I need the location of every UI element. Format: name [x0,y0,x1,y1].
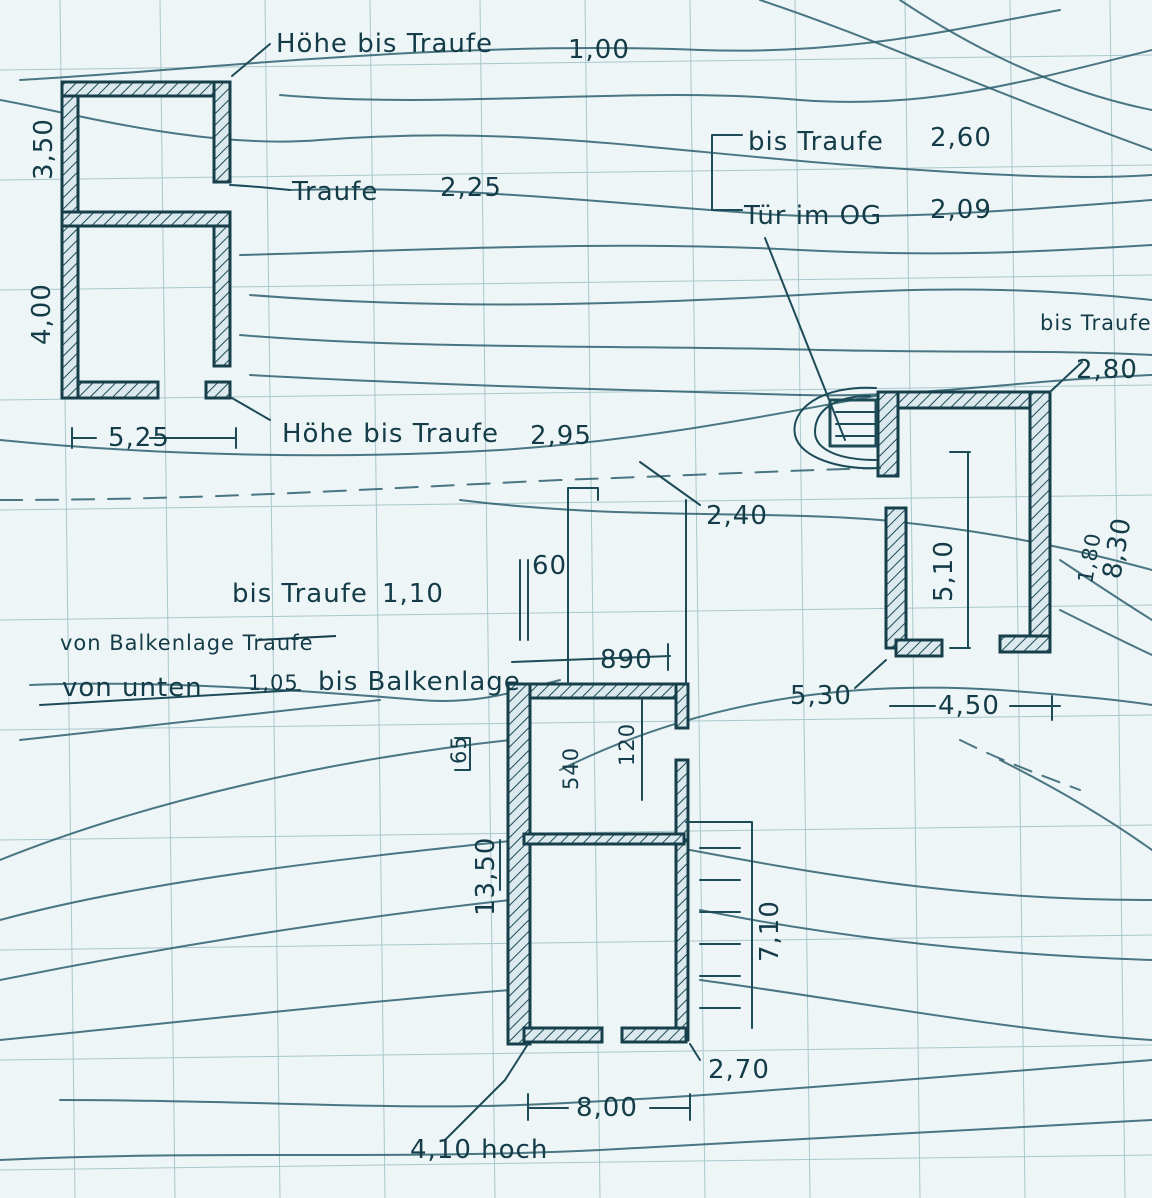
tl-dim-upper: 3,50 [29,118,59,180]
b-note-struck: von Balkenlage Traufe [60,631,314,655]
b-note-from-value: 1,05 [248,671,299,695]
r-label-top: bis Traufe [748,127,884,157]
bottom-building [39,487,753,1141]
terrain-contours [0,0,1152,1161]
r-dim-corner: 5,30 [790,681,852,711]
b-dim-270: 2,70 [708,1055,770,1085]
b-dim-60: 60 [532,551,567,581]
r-door-value: 2,09 [930,195,992,225]
b-dim-710: 7,10 [755,900,785,962]
r-dim-inner: 5,10 [929,540,959,602]
tl-dim-lower: 4,00 [27,283,57,345]
b-note-to: bis Balkenlage [318,667,521,697]
tl-value-bottom: 2,95 [530,421,592,451]
r-value-top: 2,60 [930,123,992,153]
b-dim-540: 540 [559,747,583,790]
tl-label-bottom: Höhe bis Traufe [282,419,499,449]
r-dim-width: 4,50 [938,691,1000,721]
r-door-label: Tür im OG [743,201,882,231]
b-dim-65: 65 [447,735,471,764]
b-dim-width: 8,00 [576,1093,638,1123]
b-dim-890: 890 [600,645,653,675]
tl-value-top: 1,00 [568,35,630,65]
b-dim-side: 13,50 [471,837,501,916]
b-note-from: von unten [62,673,203,703]
r-eaves-value: 2,80 [1076,355,1138,385]
b-note-strikethrough [257,635,337,641]
b-dim-120: 120 [615,723,639,766]
r-dim-diag: 2,40 [706,501,768,531]
b-label-eaves: bis Traufe [232,579,368,609]
tl-dim-width: 5,25 [108,423,170,453]
r-dim-side2: 8,30 [1097,515,1137,581]
right-building [639,134,1083,721]
tl-label-eaves: Traufe [291,177,378,207]
tl-value-eaves: 2,25 [440,173,502,203]
r-eaves-label: bis Traufe [1040,311,1152,335]
b-dim-height: 4,10 hoch [410,1135,548,1165]
tl-label-top: Höhe bis Traufe [276,29,493,59]
top-left-building [60,43,291,449]
b-value-eaves: 1,10 [382,579,444,609]
